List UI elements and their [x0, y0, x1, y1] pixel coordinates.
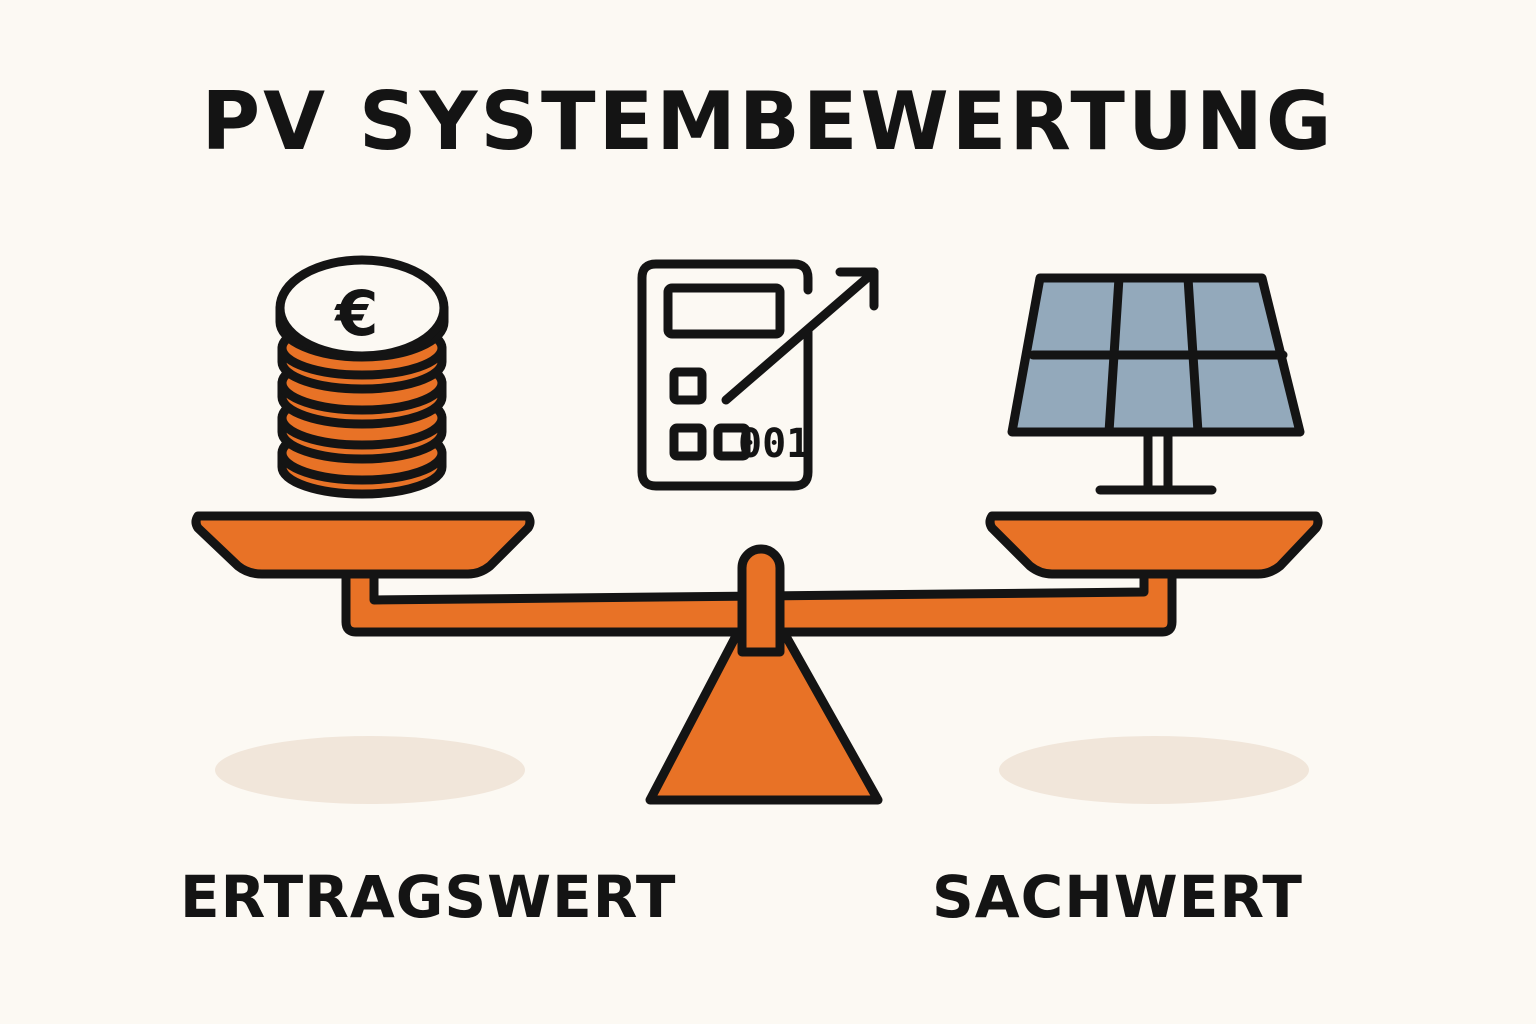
euro-coin-stack-icon [275, 255, 449, 499]
ertragswert-label: ERTRAGSWERT [180, 863, 677, 931]
right-shadow [999, 736, 1309, 804]
page-title: PV SYSTEMBEWERTUNG [201, 75, 1335, 168]
scale-post [737, 544, 785, 657]
euro-symbol: € [333, 277, 378, 350]
calculator-display-digits: 001 [738, 421, 810, 467]
right-pan [985, 511, 1323, 579]
scale-base [645, 585, 883, 805]
solar-panel-icon [1007, 273, 1305, 495]
sachwert-label: SACHWERT [932, 863, 1303, 931]
balance-scale-icon [191, 511, 1323, 805]
calculator-growth-icon [637, 259, 879, 491]
left-shadow [215, 736, 525, 804]
left-pan [191, 511, 535, 579]
